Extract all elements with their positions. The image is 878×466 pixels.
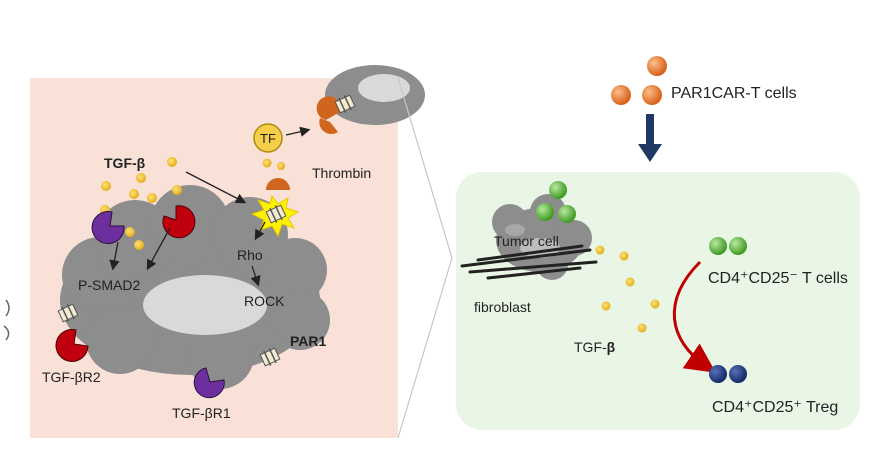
par1-receptor-icon (259, 347, 281, 367)
car-t-label: PAR1CAR-T cells (671, 85, 797, 102)
car-t-cells (611, 56, 667, 105)
fibroblast-strands (460, 244, 598, 280)
t-cells-green (709, 237, 747, 255)
tgfb-dots-right (595, 245, 660, 333)
tcells-label: CD4⁺CD25⁻ T cells (708, 270, 848, 287)
par1-receptor-left-icon (57, 303, 79, 323)
tgfbr2-label: TGF-βR2 (42, 369, 101, 385)
tgfb-molecules (100, 157, 285, 250)
treg-cells-blue (709, 365, 747, 383)
left-panel: TF Thrombin Rho ROCK P-SMAD2 TGF-β (3, 65, 425, 438)
tgfbr1-bottom-receptor-icon (193, 367, 225, 399)
arrow-rho-rock (250, 265, 261, 287)
cart-bound-green-cells (536, 181, 576, 223)
nucleus (143, 275, 267, 335)
thrombin-bound-icon (319, 118, 338, 135)
par1-label: PAR1 (290, 333, 327, 349)
tgfb-right-beta: β (607, 339, 616, 355)
tgfb-right-prefix: TGF- (574, 339, 607, 355)
arrow-par1-rho (254, 221, 266, 241)
tf-label: TF (260, 131, 276, 146)
arrow-tgfbr2-psmad2 (146, 227, 171, 271)
par1-receptor-top-icon (334, 94, 356, 114)
psmad2-label: P-SMAD2 (78, 277, 140, 293)
tgfbr1-label: TGF-βR1 (172, 405, 231, 421)
tf-marker: TF (253, 123, 283, 153)
tgfbr1-receptor-icon (91, 211, 125, 244)
tgfb-label: TGF-β (104, 155, 146, 171)
thrombin-label: Thrombin (312, 165, 371, 181)
down-arrow-icon (638, 114, 662, 162)
fibroblast-label: fibroblast (474, 299, 531, 315)
rock-label: ROCK (244, 293, 285, 309)
arrow-tgfb-par1 (185, 171, 247, 204)
treg-label: CD4⁺CD25⁺ Treg (712, 399, 838, 416)
right-panel: PAR1CAR-T cells Tum (456, 56, 860, 430)
tumor-cell-label: Tumor cell (494, 233, 559, 249)
conversion-arrow-icon (673, 260, 716, 373)
arrow-tf-thrombin (285, 126, 311, 137)
par1-receptor-active-icon (265, 204, 287, 224)
tgfbr2-bottom-receptor-icon (55, 329, 89, 362)
thrombin-top-icon (316, 96, 341, 120)
rho-label: Rho (237, 247, 263, 263)
arrow-tgfbr1-psmad2 (109, 241, 120, 271)
tgfbr2-receptor-icon (162, 205, 196, 239)
tgfb-right-label: TGF-β (574, 339, 616, 355)
platelet (325, 65, 425, 125)
zoom-chevron (397, 77, 453, 439)
edge-artifact (3, 299, 10, 341)
thrombin-icon (266, 178, 290, 190)
